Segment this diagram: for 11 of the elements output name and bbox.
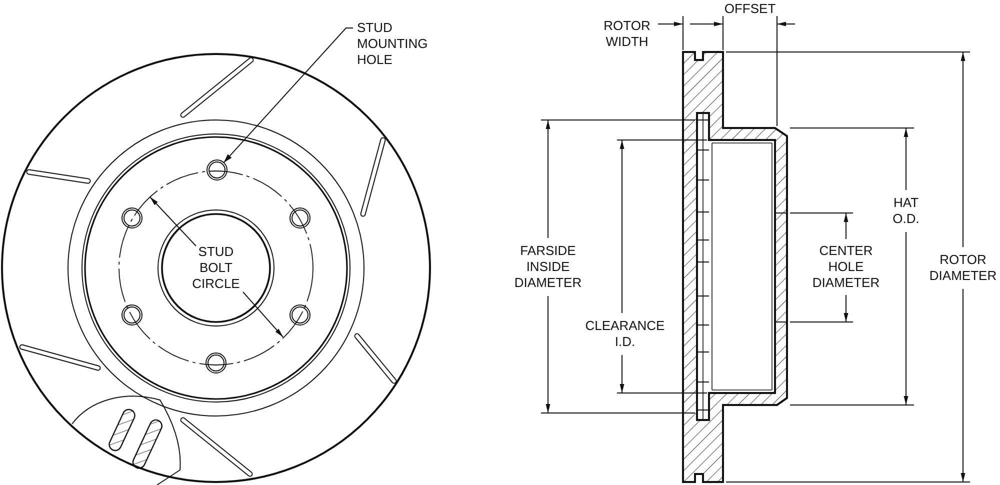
dimension-label: STUD BOLT CIRCLE — [192, 244, 240, 292]
callout-text: STUD MOUNTING HOLE — [357, 20, 428, 68]
dimension-label: HAT O.D. — [892, 195, 920, 227]
dimension-label: OFFSET — [724, 1, 776, 17]
leader-line — [223, 28, 354, 164]
dimension-label: CLEARANCE I.D. — [585, 318, 665, 350]
dimension-label: CENTER HOLE DIAMETER — [812, 243, 880, 291]
dimension-label: FARSIDE INSIDE DIAMETER — [514, 243, 582, 291]
stud-hole — [206, 160, 228, 180]
dimension-label: ROTOR WIDTH — [604, 18, 650, 50]
dimension-label: ROTOR DIAMETER — [929, 252, 997, 284]
